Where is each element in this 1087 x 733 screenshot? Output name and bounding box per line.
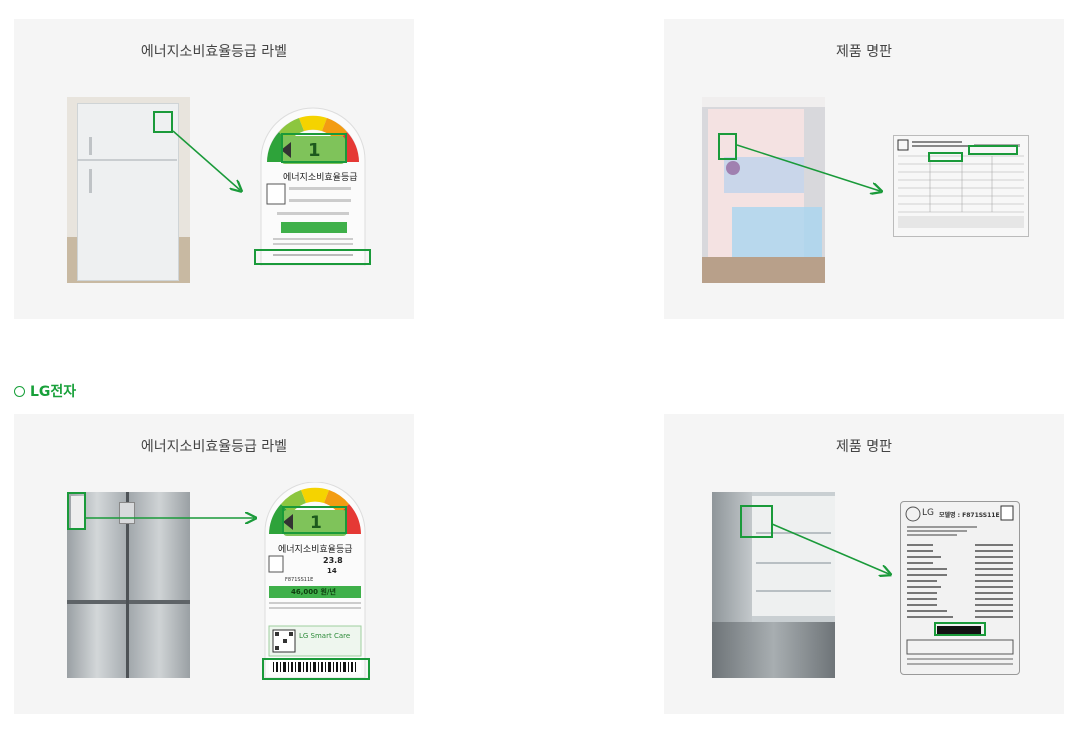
lg-fridge-open-photo xyxy=(712,492,835,678)
lg-smart-care-text: LG Smart Care xyxy=(299,632,351,640)
lg-energy-kwh: 23.8 xyxy=(323,556,343,565)
fridge-interior-photo xyxy=(702,97,825,283)
panel-title: 제품 명판 xyxy=(836,439,892,455)
lg-brand-text: LG xyxy=(922,508,934,518)
panel-title: 에너지소비효율등급 라벨 xyxy=(140,439,288,455)
lg-energy-title-text: 에너지소비효율등급 xyxy=(278,545,353,555)
nameplate-location-box xyxy=(718,133,737,160)
lg-model-text: F871SS11E xyxy=(285,577,314,583)
lg-label-location-box xyxy=(67,492,86,530)
circle-bullet-icon xyxy=(14,385,25,397)
panel-energy-label-1: 에너지소비효율등급 라벨 1 에너지소비효율등급 xyxy=(14,19,414,319)
model-strip-highlight-box xyxy=(254,249,371,265)
label-location-box xyxy=(153,111,173,133)
lg-nameplate-location-box xyxy=(740,505,773,538)
lg-nameplate-image: LG 모델명 : F871SS11E xyxy=(900,501,1020,675)
lg-barcode-highlight-box xyxy=(262,658,370,680)
lg-grade-highlight-box xyxy=(282,506,347,534)
fridge-photo xyxy=(67,97,190,283)
panel-nameplate-1: 제품 명판 xyxy=(664,19,1064,319)
panel-energy-label-lg: 에너지소비효율등급 라벨 xyxy=(14,414,414,714)
lg-grade-number: 1 xyxy=(310,513,322,533)
section-heading-label: LG전자 xyxy=(30,384,77,400)
energy-label-image: 1 에너지소비효율등급 xyxy=(257,104,369,267)
grade-number: 1 xyxy=(308,140,321,161)
energy-title-text: 에너지소비효율등급 xyxy=(283,173,358,183)
lg-annual-cost: 46,000 원/년 xyxy=(291,588,336,596)
panel-title: 제품 명판 xyxy=(836,44,892,60)
panel-title: 에너지소비효율등급 라벨 xyxy=(140,44,288,60)
lg-co2-value: 14 xyxy=(327,567,337,575)
lg-energy-label-image: 1 에너지소비효율등급 23.8 14 F871SS11E 46,000 원/년… xyxy=(261,481,369,679)
nameplate-model-highlight-box xyxy=(968,145,1018,155)
lg-plate-model-text: 모델명 : F871SS11E xyxy=(939,512,1000,519)
section-heading-lg: LG전자 xyxy=(14,381,76,401)
grade-highlight-box xyxy=(281,133,347,163)
lg-serial-highlight-box xyxy=(934,622,986,636)
nameplate-serial-highlight-box xyxy=(928,152,963,162)
lg-fridge-photo xyxy=(67,492,190,678)
nameplate-image xyxy=(893,135,1029,237)
panel-nameplate-lg: 제품 명판 xyxy=(664,414,1064,714)
